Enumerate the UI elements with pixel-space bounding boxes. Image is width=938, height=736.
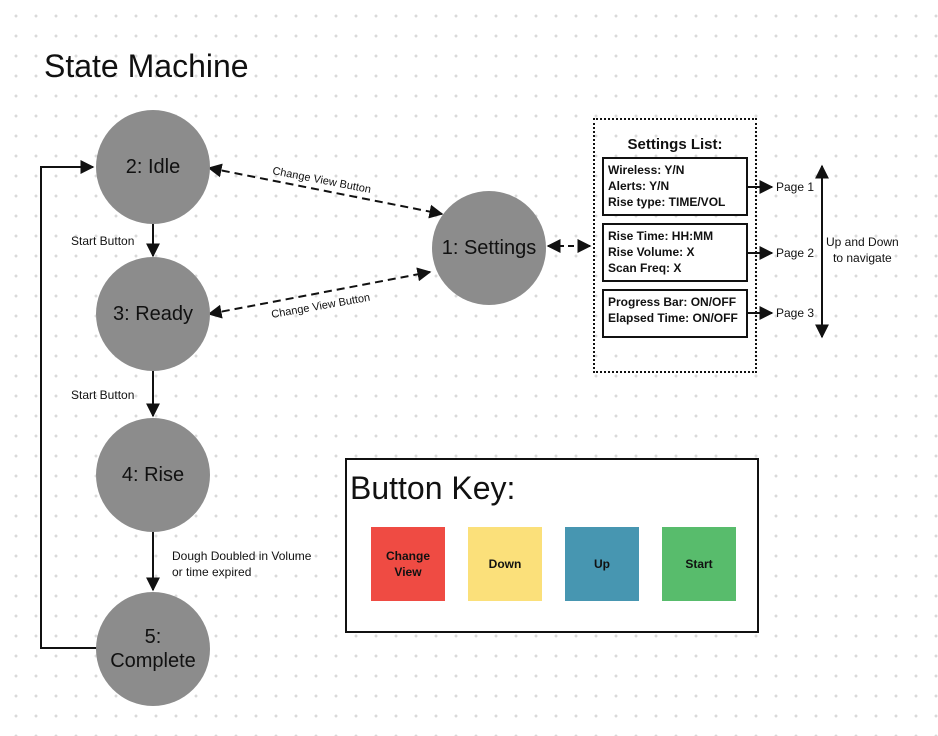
page-1-label: Page 1	[776, 180, 815, 194]
state-ready: 3: Ready	[96, 257, 210, 371]
setting-item: Rise Volume: X	[608, 245, 695, 259]
button-key-title: Button Key:	[350, 470, 516, 506]
key-down-label: Down	[488, 557, 522, 571]
page-title: State Machine	[44, 48, 249, 84]
page-2-label: Page 2	[776, 246, 815, 260]
settings-list-container	[593, 118, 757, 373]
key-start-label: Start	[685, 557, 713, 571]
key-start: Start	[662, 527, 736, 601]
edge-idle-settings	[207, 163, 444, 219]
key-change-view: Change View	[371, 527, 445, 601]
setting-item: Alerts: Y/N	[608, 179, 670, 193]
key-change-view-label: Change View	[385, 549, 430, 579]
state-ready-label: 3: Ready	[112, 303, 194, 325]
edge-label-ready-settings: Change View Button	[270, 292, 371, 321]
page-3-label: Page 3	[776, 306, 815, 320]
edge-label-idle-ready: Start Button	[71, 234, 135, 248]
state-settings-label: 1: Settings	[441, 237, 537, 259]
state-settings: 1: Settings	[432, 191, 546, 305]
state-rise: 4: Rise	[96, 418, 210, 532]
setting-item: Progress Bar: ON/OFF	[608, 295, 737, 309]
setting-item: Rise Time: HH:MM	[608, 229, 714, 243]
navigate-label: Up and Down to navigate	[826, 235, 899, 265]
settings-list-title: Settings List:	[627, 136, 723, 153]
settings-page-3: Progress Bar: ON/OFF Elapsed Time: ON/OF…	[602, 289, 748, 338]
key-up: Up	[565, 527, 639, 601]
state-idle-label: 2: Idle	[125, 156, 181, 178]
settings-page-2: Rise Time: HH:MM Rise Volume: X Scan Fre…	[602, 223, 748, 282]
edge-label-rise-complete: Dough Doubled in Volume or time expired	[172, 549, 312, 579]
settings-page-1: Wireless: Y/N Alerts: Y/N Rise type: TIM…	[602, 157, 748, 216]
setting-item: Wireless: Y/N	[608, 163, 685, 177]
setting-item: Rise type: TIME/VOL	[608, 195, 726, 209]
state-complete-label: 5: Complete	[110, 626, 196, 672]
edge-label-ready-rise: Start Button	[71, 388, 135, 402]
state-idle: 2: Idle	[96, 110, 210, 224]
edge-ready-settings	[207, 267, 432, 319]
edge-complete-to-idle	[40, 160, 97, 649]
key-up-label: Up	[594, 557, 610, 571]
setting-item: Elapsed Time: ON/OFF	[608, 311, 738, 325]
state-rise-label: 4: Rise	[121, 464, 185, 486]
key-down: Down	[468, 527, 542, 601]
setting-item: Scan Freq: X	[608, 261, 682, 275]
state-complete: 5: Complete	[96, 592, 210, 706]
edge-label-idle-settings: Change View Button	[271, 165, 372, 196]
